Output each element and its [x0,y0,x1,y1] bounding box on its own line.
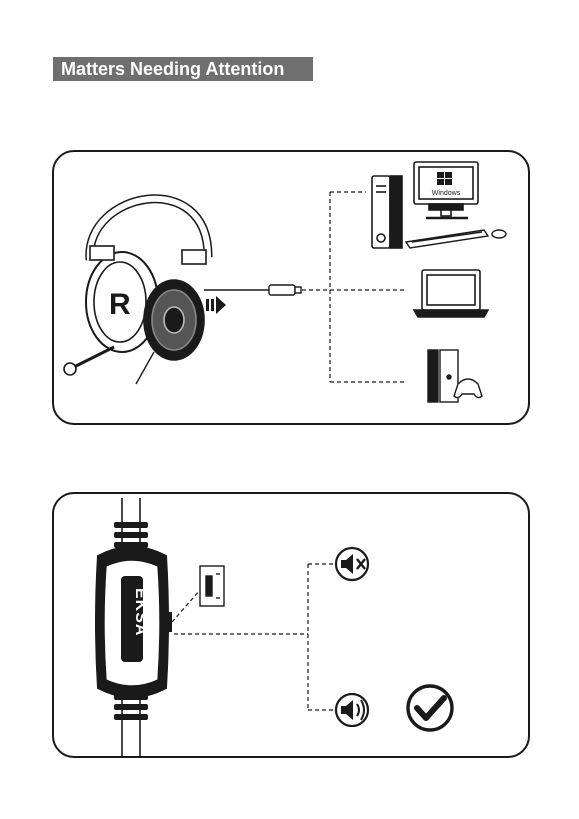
game-console-icon [428,350,458,402]
laptop-icon [414,270,488,317]
usb-plug-icon [204,285,301,295]
state-lines [174,564,334,710]
monitor-brand-text: Windows [432,190,461,197]
speaker-muted-icon [336,548,368,580]
compatibility-panel: R [52,150,530,425]
headset-icon: R [64,199,208,384]
arrow-icon [206,296,226,314]
check-mark-icon [408,686,452,730]
svg-text:R: R [109,288,131,321]
mouse-icon [492,230,506,238]
strain-relief-top [114,522,148,548]
compatibility-illustration: R [54,152,532,427]
speaker-on-icon [336,694,368,726]
volume-control-panel: EKSA [52,492,530,758]
switch-detail-callout [200,566,224,606]
pc-icon [372,176,402,248]
inline-remote: EKSA [96,547,172,697]
remote-brand-text: EKSA [132,588,149,636]
keyboard-icon [406,230,488,248]
section-title: Matters Needing Attention [53,57,313,81]
callout-line [172,590,200,622]
control-illustration: EKSA [54,494,532,760]
